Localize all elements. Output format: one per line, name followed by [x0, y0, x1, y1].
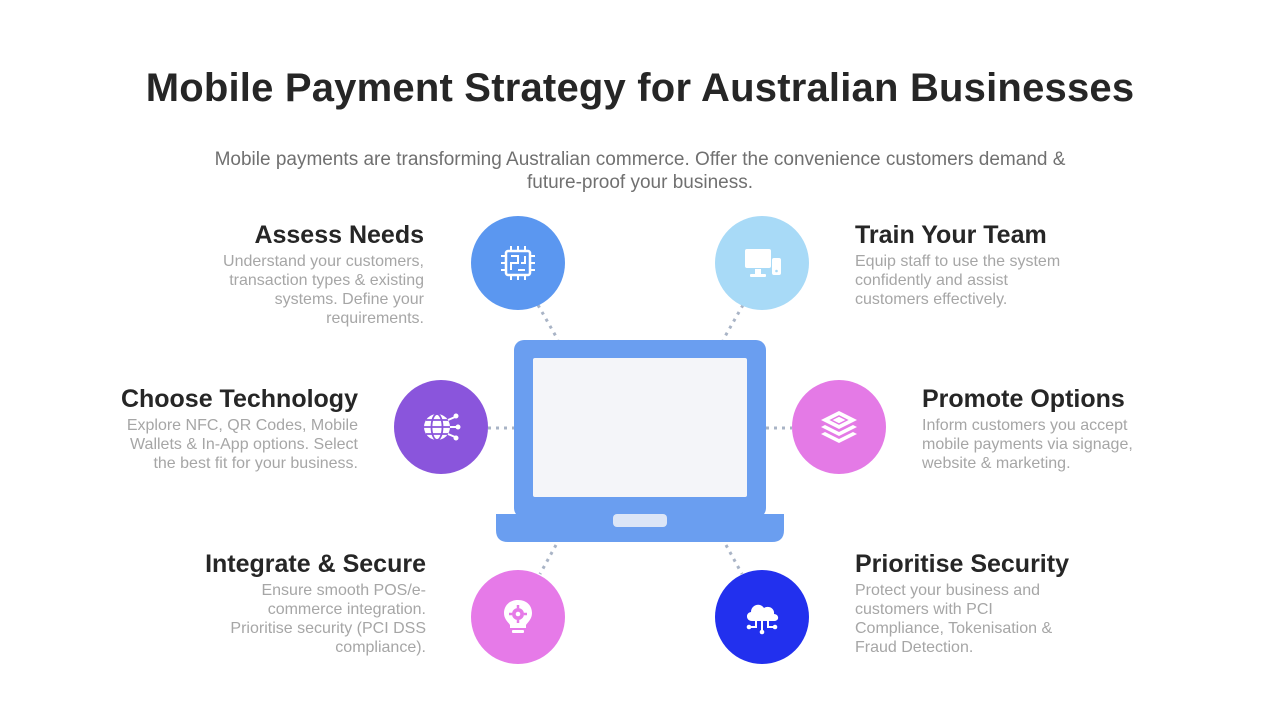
step-prioritise: Prioritise Security Protect your busines… — [855, 549, 1085, 657]
step-integrate-title: Integrate & Secure — [205, 550, 426, 578]
step-promote-title: Promote Options — [922, 385, 1125, 413]
laptop-screen — [533, 358, 747, 497]
step-choose-text: Explore NFC, QR Codes, Mobile Wallets & … — [126, 417, 358, 472]
page-subtitle: Mobile payments are transforming Austral… — [214, 149, 1066, 193]
laptop-base — [496, 514, 784, 542]
step-assess-text: Understand your customers, transaction t… — [223, 253, 424, 327]
step-integrate: Integrate & Secure Ensure smooth POS/e-c… — [186, 549, 426, 657]
connector-prioritise — [724, 544, 744, 575]
laptop-illustration — [496, 340, 784, 542]
connector-train — [721, 304, 745, 341]
page-title: Mobile Payment Strategy for Australian B… — [145, 66, 1135, 110]
laptop-trackpad — [613, 514, 667, 527]
bulb-gear-icon — [504, 600, 532, 633]
step-train-title: Train Your Team — [855, 221, 1047, 249]
choose-circle — [394, 380, 488, 474]
step-choose-title: Choose Technology — [120, 385, 358, 413]
connector-integrate — [538, 544, 558, 575]
step-prioritise-title: Prioritise Security — [855, 550, 1069, 578]
promote-circle — [792, 380, 886, 474]
computer-icon — [745, 249, 781, 277]
step-assess: Assess Needs Understand your customers, … — [190, 220, 424, 328]
step-integrate-text: Ensure smooth POS/e-commerce integration… — [230, 582, 426, 656]
step-train: Train Your Team Equip staff to use the s… — [855, 220, 1095, 309]
globe-network-icon — [424, 413, 461, 441]
step-promote-text: Inform customers you accept mobile payme… — [922, 417, 1133, 472]
assess-circle — [471, 216, 565, 310]
cloud-network-icon — [746, 604, 779, 635]
connector-assess — [536, 304, 560, 341]
step-assess-title: Assess Needs — [254, 221, 424, 249]
step-prioritise-text: Protect your business and customers with… — [855, 582, 1053, 656]
step-promote: Promote Options Inform customers you acc… — [922, 384, 1158, 473]
layers-icon — [821, 411, 857, 443]
step-choose: Choose Technology Explore NFC, QR Codes,… — [112, 384, 358, 473]
chip-icon — [501, 246, 535, 280]
step-train-text: Equip staff to use the system confidentl… — [855, 253, 1061, 308]
integrate-circle — [471, 570, 565, 664]
prioritise-circle — [715, 570, 809, 664]
train-circle — [715, 216, 809, 310]
